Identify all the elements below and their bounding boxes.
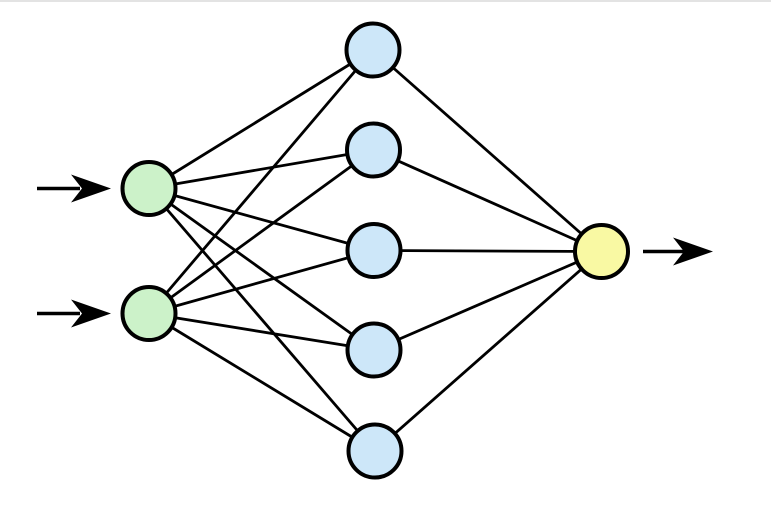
edge-hidden3-output1	[373, 249, 602, 253]
output-node-1	[573, 223, 630, 280]
edge-hidden1-output1	[372, 48, 603, 253]
edge-input1-hidden3	[148, 187, 375, 252]
output-arrow-head-icon	[673, 237, 713, 266]
input-arrow-1-head-icon	[71, 174, 111, 203]
hidden-node-4	[345, 321, 403, 379]
top-border-line	[0, 0, 771, 2]
nodes-group	[120, 21, 630, 480]
edge-input2-hidden1	[147, 49, 375, 315]
edge-input1-hidden1	[148, 48, 374, 190]
hidden-node-5	[346, 422, 404, 480]
edge-input2-hidden4	[148, 312, 375, 352]
edge-hidden2-output1	[372, 148, 603, 253]
edge-input2-hidden2	[148, 148, 375, 315]
input-arrow-2	[37, 299, 111, 328]
edge-input1-hidden5	[147, 187, 377, 452]
input-node-2	[120, 285, 178, 342]
input-arrow-1	[37, 174, 111, 203]
input-node-1	[120, 160, 178, 217]
edges-group	[147, 48, 603, 453]
edge-input1-hidden4	[148, 187, 375, 352]
edge-input2-hidden5	[148, 312, 376, 453]
edge-input1-hidden2	[148, 148, 374, 190]
hidden-node-3	[345, 222, 403, 279]
input-arrow-2-head-icon	[71, 299, 111, 328]
hidden-node-2	[345, 121, 402, 179]
hidden-node-1	[344, 21, 402, 79]
output-arrow	[643, 237, 713, 266]
edge-hidden5-output1	[374, 250, 603, 453]
arrows-group	[37, 174, 713, 328]
edge-input2-hidden3	[148, 249, 375, 315]
edge-hidden4-output1	[373, 250, 603, 352]
